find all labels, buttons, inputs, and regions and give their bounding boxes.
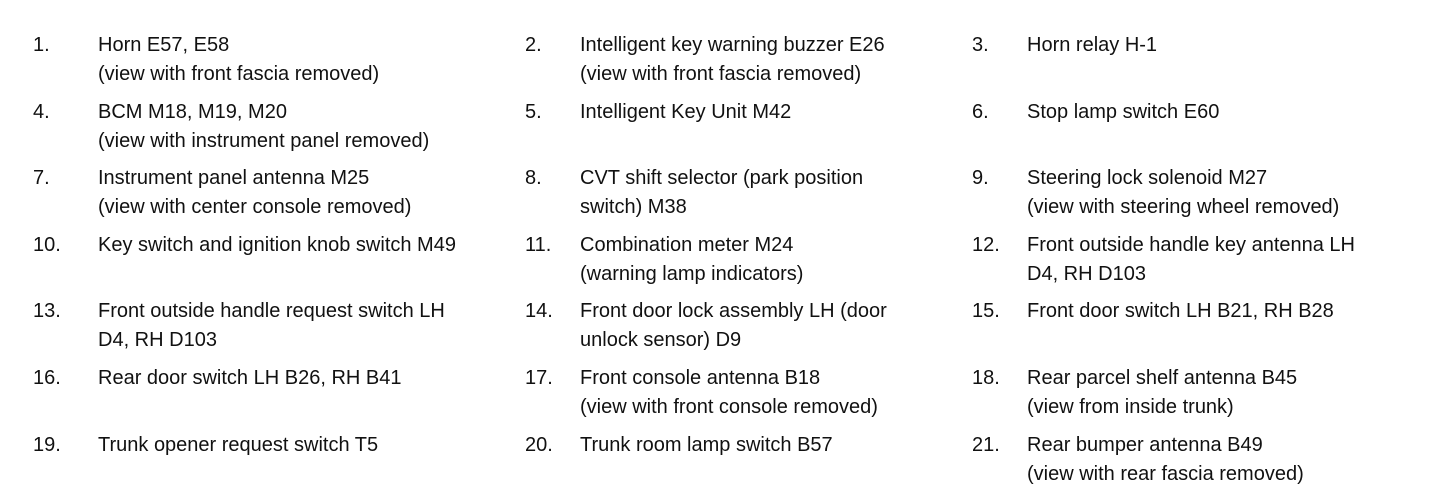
legend-item-14: 14. Front door lock assembly LH (door un… xyxy=(523,297,972,364)
legend-row: 7. Instrument panel antenna M25 (view wi… xyxy=(0,164,1456,231)
item-number: 16. xyxy=(33,366,61,389)
legend-item-19: 19. Trunk opener request switch T5 xyxy=(0,431,523,497)
legend-item-12: 12. Front outside handle key antenna LH … xyxy=(972,231,1422,298)
item-description: Front door switch LH B21, RH B28 xyxy=(1027,300,1334,323)
item-description: Stop lamp switch E60 xyxy=(1027,100,1220,123)
legend-row: 4. BCM M18, M19, M20 (view with instrume… xyxy=(0,98,1456,165)
legend-item-9: 9. Steering lock solenoid M27 (view with… xyxy=(972,164,1422,231)
item-description: Front door lock assembly LH (door unlock… xyxy=(580,300,887,352)
item-description: Front outside handle request switch LH D… xyxy=(98,300,445,352)
item-description: Horn relay H-1 xyxy=(1027,34,1158,56)
legend-item-18: 18. Rear parcel shelf antenna B45 (view … xyxy=(972,364,1422,431)
item-description: Combination meter M24 (warning lamp indi… xyxy=(580,233,804,285)
item-number: 5. xyxy=(525,100,542,123)
item-description: Trunk room lamp switch B57 xyxy=(580,433,833,456)
legend-item-4: 4. BCM M18, M19, M20 (view with instrume… xyxy=(0,98,523,165)
legend-item-2: 2. Intelligent key warning buzzer E26 (v… xyxy=(523,31,972,98)
legend-row: 10. Key switch and ignition knob switch … xyxy=(0,231,1456,298)
item-description: CVT shift selector (park position switch… xyxy=(580,167,864,219)
item-number: 15. xyxy=(972,300,1000,323)
item-description: Intelligent key warning buzzer E26 (view… xyxy=(580,34,885,85)
item-number: 12. xyxy=(972,233,1000,256)
legend-item-3: 3. Horn relay H-1 xyxy=(972,31,1422,98)
item-description: BCM M18, M19, M20 (view with instrument … xyxy=(98,100,430,152)
item-number: 11. xyxy=(525,233,552,256)
item-number: 18. xyxy=(972,366,1000,389)
item-number: 14. xyxy=(525,300,553,323)
item-description: Rear bumper antenna B49 (view with rear … xyxy=(1027,433,1304,485)
item-number: 6. xyxy=(972,100,989,123)
item-number: 2. xyxy=(525,34,542,56)
item-description: Horn E57, E58 (view with front fascia re… xyxy=(98,34,380,85)
item-number: 17. xyxy=(525,366,553,389)
item-number: 4. xyxy=(33,100,50,123)
legend-row: 19. Trunk opener request switch T5 20. T… xyxy=(0,431,1456,497)
legend-item-6: 6. Stop lamp switch E60 xyxy=(972,98,1422,165)
legend-item-17: 17. Front console antenna B18 (view with… xyxy=(523,364,972,431)
item-description: Key switch and ignition knob switch M49 xyxy=(98,233,456,256)
item-description: Rear parcel shelf antenna B45 (view from… xyxy=(1027,366,1298,418)
legend-row: 1. Horn E57, E58 (view with front fascia… xyxy=(0,31,1456,98)
item-number: 20. xyxy=(525,433,553,456)
item-description: Front outside handle key antenna LH D4, … xyxy=(1027,233,1355,285)
legend-item-13: 13. Front outside handle request switch … xyxy=(0,297,523,364)
legend-item-10: 10. Key switch and ignition knob switch … xyxy=(0,231,523,298)
item-number: 3. xyxy=(972,34,989,56)
item-description: Instrument panel antenna M25 (view with … xyxy=(98,167,412,219)
legend-row: 13. Front outside handle request switch … xyxy=(0,297,1456,364)
component-legend: 1. Horn E57, E58 (view with front fascia… xyxy=(0,31,1456,497)
item-description: Intelligent Key Unit M42 xyxy=(580,100,792,123)
legend-item-20: 20. Trunk room lamp switch B57 xyxy=(523,431,972,497)
item-number: 1. xyxy=(33,34,50,56)
legend-item-15: 15. Front door switch LH B21, RH B28 xyxy=(972,297,1422,364)
item-number: 19. xyxy=(33,433,61,456)
item-description: Front console antenna B18 (view with fro… xyxy=(580,366,878,418)
legend-row: 16. Rear door switch LH B26, RH B41 17. … xyxy=(0,364,1456,431)
item-description: Trunk opener request switch T5 xyxy=(98,433,379,456)
item-number: 7. xyxy=(33,167,50,190)
legend-item-21: 21. Rear bumper antenna B49 (view with r… xyxy=(972,431,1422,497)
item-description: Steering lock solenoid M27 (view with st… xyxy=(1027,167,1340,219)
legend-item-11: 11. Combination meter M24 (warning lamp … xyxy=(523,231,972,298)
item-number: 21. xyxy=(972,433,1000,456)
legend-item-16: 16. Rear door switch LH B26, RH B41 xyxy=(0,364,523,431)
legend-item-8: 8. CVT shift selector (park position swi… xyxy=(523,164,972,231)
item-number: 8. xyxy=(525,167,542,190)
item-number: 9. xyxy=(972,167,989,190)
legend-item-7: 7. Instrument panel antenna M25 (view wi… xyxy=(0,164,523,231)
item-description: Rear door switch LH B26, RH B41 xyxy=(98,366,402,389)
item-number: 13. xyxy=(33,300,61,323)
legend-item-5: 5. Intelligent Key Unit M42 xyxy=(523,98,972,165)
item-number: 10. xyxy=(33,233,61,256)
legend-item-1: 1. Horn E57, E58 (view with front fascia… xyxy=(0,31,523,98)
